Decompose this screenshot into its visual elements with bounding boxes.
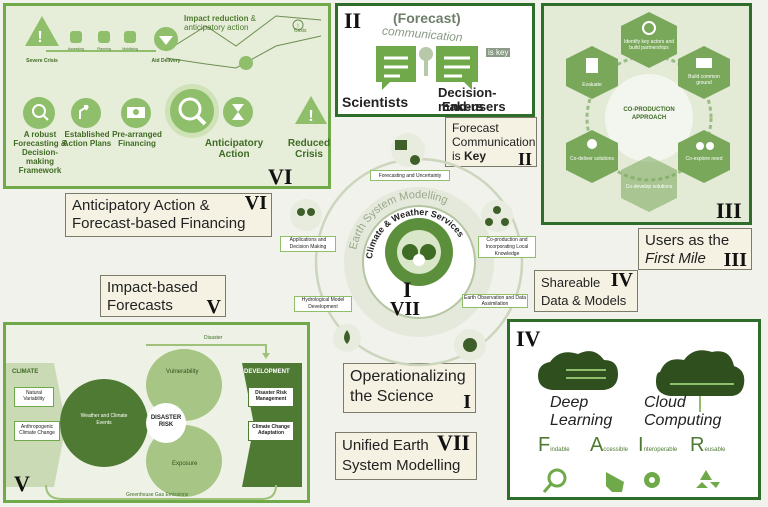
- disaster-risk-label: DISASTER RISK: [150, 415, 182, 428]
- stage-severe-crisis: Severe Crisis: [26, 58, 58, 64]
- hex-co-deliver: Co-deliver solutions: [570, 156, 614, 162]
- key-icon: [419, 47, 433, 61]
- exposure-label: Exposure: [172, 461, 198, 467]
- component-reduced-crisis: Reduced Crisis: [287, 138, 331, 160]
- node-earth-observation: Earth Observation and Data Assimilation: [462, 294, 528, 308]
- brain-cloud-graphic: [538, 350, 745, 493]
- hex-identify-actors: Identify key actors and build partnershi…: [623, 39, 675, 51]
- disaster-label: Disaster: [204, 335, 223, 341]
- panel-co-production: Identify key actors and build partnershi…: [541, 3, 752, 225]
- panel-vi-roman: VI: [268, 164, 293, 189]
- scientists-label: Scientists: [342, 94, 409, 110]
- node-forecasting-uncertainty: Forecasting and Uncertainty: [370, 170, 450, 181]
- outer-ring-text: Earth System Modelling: [347, 189, 449, 251]
- disaster-risk-diagram: [6, 344, 302, 500]
- anthropogenic-box: Anthropogenic Climate Change: [14, 421, 60, 441]
- recycle-icon: [696, 470, 720, 488]
- hex-build-common-ground: Build common ground: [688, 74, 720, 86]
- fair-accessible: Accessible: [590, 434, 629, 456]
- node-applications: Applications and Decision Making: [280, 236, 336, 252]
- touch-icon: [606, 472, 624, 492]
- co-production-hexagons: [566, 12, 730, 212]
- label-operationalizing: Operationalizing the Science I: [343, 363, 476, 413]
- drm-box: Disaster Risk Management: [248, 387, 294, 407]
- hub-roman-vii: VII: [390, 298, 421, 320]
- panel-iii-roman: III: [716, 198, 742, 223]
- svg-text:Planning: Planning: [97, 47, 111, 51]
- label-forecast-communication: Forecast Communication is Key II: [445, 117, 537, 168]
- component-forecasting-framework: A robust Forecasting & Decision-making F…: [13, 130, 67, 175]
- component-prearranged-financing: Pre-arranged Financing: [112, 130, 162, 148]
- svg-text:!: !: [37, 29, 42, 46]
- label-impact-based: Impact-based Forecasts V: [100, 275, 226, 317]
- search-icon: [547, 468, 567, 488]
- ghg-label: Greenhouse Gas Emissions: [126, 492, 189, 498]
- svg-text:!: !: [308, 108, 313, 125]
- crisis-timeline-graphic: ! Severe Crisis Assessing Planning Mobil…: [23, 15, 327, 138]
- svg-text:Assessing: Assessing: [68, 47, 84, 51]
- component-anticipatory-action: Anticipatory Action: [204, 138, 264, 160]
- panel-ii-roman: II: [344, 8, 362, 33]
- hub-roman-i: I: [403, 277, 412, 302]
- panel-impact-based-forecasts: CLIMATE DEVELOPMENT Natural Variability …: [3, 322, 310, 503]
- node-hydrological: Hydrological Model Development: [294, 296, 352, 312]
- hex-co-develop: Co-develop solutions: [625, 184, 673, 190]
- panel-forecast-communication: II (Forecast) communication is key Scien…: [335, 3, 535, 117]
- component-action-plans: Established Action Plans: [62, 130, 112, 148]
- svg-text:Aid Delivery: Aid Delivery: [152, 58, 181, 64]
- hex-evaluate: Evaluate: [582, 82, 602, 88]
- label-anticipatory-fbf: Anticipatory Action & Forecast-based Fin…: [65, 193, 272, 237]
- impact-reduction-text: Impact reduction & anticipatory action: [184, 14, 257, 32]
- inner-ring-text: Climate & Weather Services: [364, 207, 466, 259]
- weather-climate-label: Weather and Climate Events: [80, 413, 128, 426]
- panel-v-roman: V: [14, 471, 30, 496]
- panel-anticipatory-action: ! Severe Crisis Assessing Planning Mobil…: [3, 3, 331, 189]
- climate-label: CLIMATE: [12, 369, 39, 375]
- label-users-first-mile: Users as the First Mile III: [638, 228, 752, 270]
- crisis-label: Crisis: [294, 28, 307, 34]
- is-key-label: is key: [486, 48, 511, 57]
- fair-findable: Findable: [538, 434, 570, 456]
- fair-interoperable: Interoperable: [638, 434, 678, 456]
- co-production-center: CO-PRODUCTION APPROACH: [623, 107, 675, 121]
- hex-co-explore: Co-explore need: [685, 156, 723, 162]
- svg-text:Mobilising: Mobilising: [122, 47, 138, 51]
- speech-bubbles-graphic: [376, 46, 478, 90]
- natural-variability-box: Natural Variability: [14, 387, 54, 407]
- node-co-production: Co-production and Incorporating Local Kn…: [478, 236, 536, 258]
- development-label: DEVELOPMENT: [244, 369, 290, 375]
- decision-makers-label: Decision-makers: [438, 85, 497, 114]
- end-users-label: End-users: [442, 99, 506, 114]
- fair-reusable: Reusable: [690, 434, 726, 456]
- warning-icon: [25, 16, 59, 46]
- vulnerability-label: Vulnerability: [166, 369, 199, 375]
- forecast-label: (Forecast): [393, 10, 461, 26]
- svg-text:!: !: [297, 24, 299, 30]
- label-unified-earth: Unified Earth System Modelling VII: [335, 432, 477, 480]
- label-shareable-data: Shareable Data & Models IV: [534, 270, 638, 312]
- panel-iv-roman: IV: [516, 326, 541, 351]
- cca-box: Climate Change Adaptation: [248, 421, 294, 441]
